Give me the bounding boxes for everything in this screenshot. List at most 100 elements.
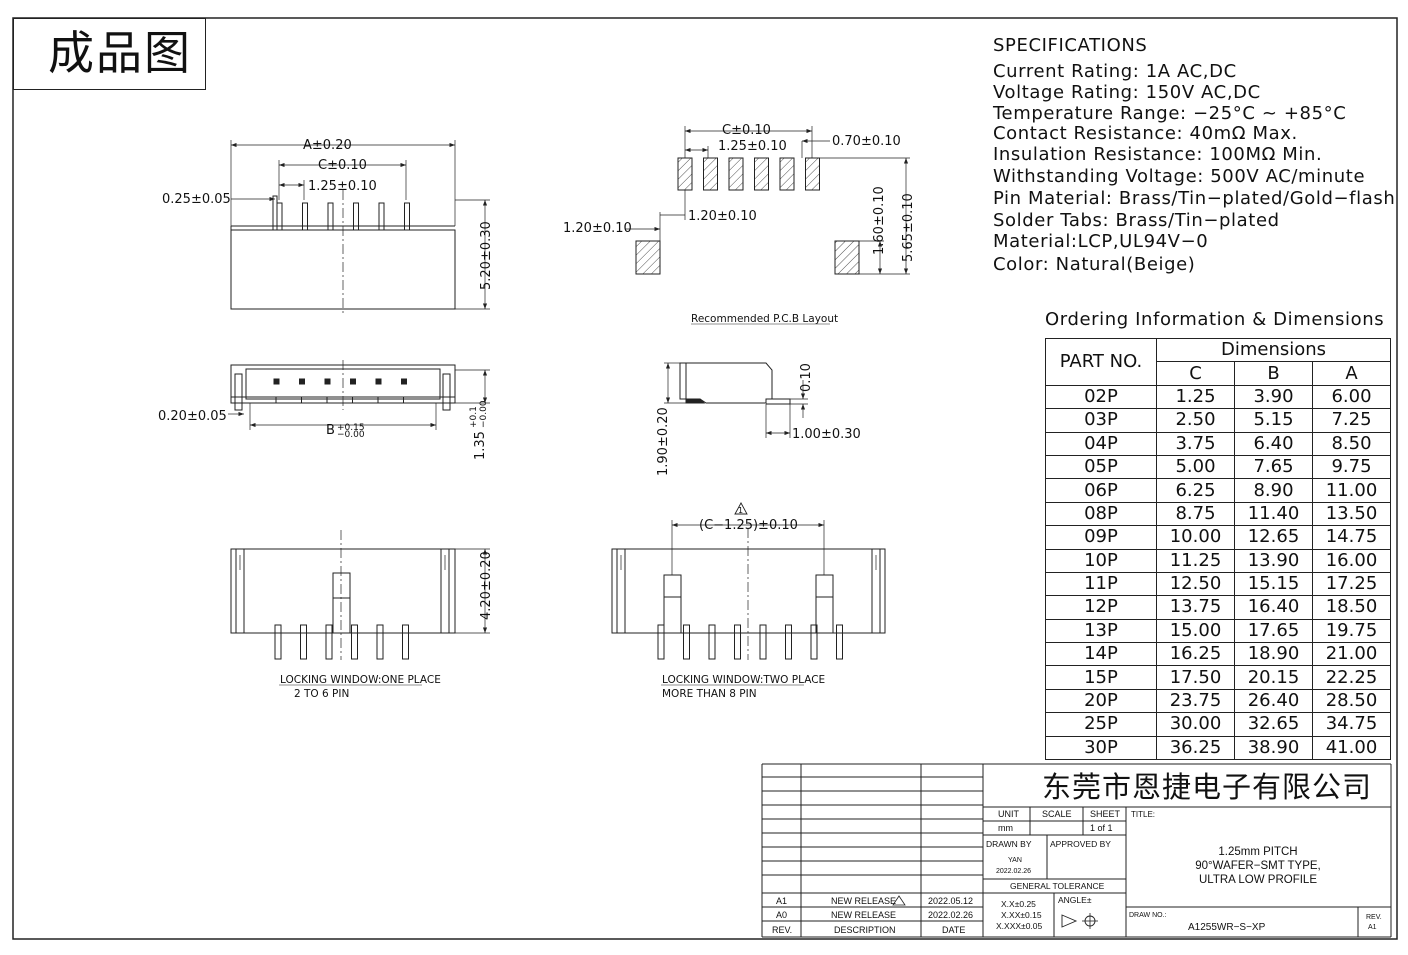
part-no-cell: 05P — [1045, 454, 1157, 480]
top-pin — [353, 202, 359, 231]
dim-b-tol-up: +0.15 — [337, 423, 365, 433]
spec-material: Material:LCP,UL94V−0 — [993, 231, 1209, 252]
dim-a-cell: 28.50 — [1312, 688, 1391, 714]
bottom-pin — [274, 624, 282, 660]
angle-label: ANGLE± — [1058, 895, 1092, 905]
dim-c-cell: 1.25 — [1156, 384, 1235, 410]
pcb-layout — [625, 126, 910, 325]
company-name: 东莞市恩捷电子有限公司 — [1042, 770, 1372, 804]
spec-contact-resistance: Contact Resistance: 40mΩ Max. — [993, 123, 1298, 144]
dim-025: 0.25±0.05 — [162, 192, 231, 207]
dim-b-cell: 3.90 — [1234, 384, 1313, 410]
part-no-cell: 25P — [1045, 712, 1157, 737]
part-no-cell: 06P — [1045, 478, 1157, 503]
bottom-view-one-window — [230, 530, 490, 686]
bottom-view-two-windows — [611, 502, 886, 686]
pcb-dim-565: 5.65±0.10 — [901, 193, 916, 262]
top-pin — [404, 202, 410, 231]
part-no-cell: 04P — [1045, 431, 1157, 456]
sheet-border — [12, 17, 1398, 940]
dim-a-cell: 34.75 — [1312, 712, 1391, 737]
dim-a: A±0.20 — [303, 138, 352, 153]
dim-a-cell: 6.00 — [1312, 384, 1391, 410]
tolerance-1: X.X±0.25 — [1001, 899, 1036, 909]
title-line-2: 90°WAFER−SMT TYPE, — [1195, 860, 1321, 872]
pcb-dim-pitch: 1.25±0.10 — [718, 139, 787, 154]
dim-135-dn: −0.00 — [479, 400, 489, 428]
pcb-pad — [728, 157, 744, 191]
part-no-cell: 09P — [1045, 525, 1157, 550]
dim-a-cell: 17.25 — [1312, 571, 1391, 597]
draw-no-label: DRAW NO.: — [1129, 912, 1167, 919]
bottom-pin — [402, 624, 409, 660]
dim-b-cell: 5.15 — [1234, 408, 1313, 433]
title-line-1: 1.25mm PITCH — [1218, 846, 1297, 858]
dim-c-cell: 30.00 — [1156, 712, 1235, 737]
dim-a-cell: 9.75 — [1312, 454, 1391, 480]
revision-row-1-rev: A1 — [776, 896, 787, 906]
front-slot — [324, 378, 331, 385]
pcb-pad — [779, 157, 795, 191]
dim-420: 4.20±0.20 — [479, 551, 494, 620]
part-no-header: PART NO. — [1045, 338, 1157, 386]
dim-a-cell: 41.00 — [1312, 735, 1391, 761]
bottom-pin — [734, 624, 741, 660]
top-pin — [302, 202, 308, 231]
revision-row-1-desc: NEW RELEASE — [831, 896, 896, 906]
revision-row-2-desc: NEW RELEASE — [831, 910, 896, 920]
pcb-pad — [677, 157, 693, 191]
bottom-view-one-pins — [274, 624, 409, 660]
scale-label: SCALE — [1042, 809, 1072, 819]
dim-c-cell: 2.50 — [1156, 408, 1235, 433]
draw-no-value: A1255WR−S−XP — [1188, 922, 1266, 933]
top-pin — [327, 202, 334, 231]
side-dim-190: 1.90±0.20 — [656, 407, 671, 476]
sheet-value: 1 of 1 — [1090, 823, 1113, 833]
unit-label: UNIT — [998, 809, 1019, 819]
part-no-cell: 03P — [1045, 408, 1157, 433]
bottom-pin — [351, 624, 358, 660]
dim-c-cell: 36.25 — [1156, 735, 1235, 761]
front-slot — [401, 378, 407, 385]
side-dim-010: 0.10 — [799, 363, 814, 392]
bottom-pin — [759, 624, 767, 660]
bottom-view-two-pins — [657, 624, 843, 660]
spec-current-rating: Current Rating: 1A AC,DC — [993, 61, 1237, 82]
part-no-cell: 13P — [1045, 618, 1157, 644]
pcb-pad — [703, 157, 718, 191]
dim-a-cell: 8.50 — [1312, 431, 1391, 456]
bottom-pin — [325, 624, 333, 660]
revision-triangle-mark: 1 — [738, 506, 743, 515]
top-view-pins — [272, 195, 410, 231]
dim-c-cell: 15.00 — [1156, 618, 1235, 644]
dim-020: 0.20±0.05 — [158, 409, 227, 424]
dim-b-cell: 7.65 — [1234, 454, 1313, 480]
part-no-cell: 02P — [1045, 384, 1157, 410]
unit-value: mm — [998, 823, 1013, 833]
bottom-pin — [836, 624, 843, 660]
general-tolerance-label: GENERAL TOLERANCE — [1010, 881, 1105, 891]
approved-by-label: APPROVED BY — [1050, 839, 1111, 849]
dim-a-cell: 18.50 — [1312, 595, 1391, 620]
dim-b-tol-dn: −0.00 — [337, 430, 365, 440]
dim-a-cell: 13.50 — [1312, 501, 1391, 527]
dim-b-cell: 38.90 — [1234, 735, 1313, 761]
dim-c: C±0.10 — [318, 158, 367, 173]
dim-b-cell: 6.40 — [1234, 431, 1313, 456]
dim-b-cell: 8.90 — [1234, 478, 1313, 503]
caption-lock-two-sub: MORE THAN 8 PIN — [662, 688, 757, 700]
top-tab-left — [272, 195, 278, 231]
col-a-header: A — [1312, 361, 1391, 386]
front-slot — [350, 378, 356, 385]
spec-temperature-range: Temperature Range: −25°C ~ +85°C — [993, 103, 1347, 124]
front-slot — [299, 378, 305, 385]
dim-c-cell: 3.75 — [1156, 431, 1235, 456]
dim-b-cell: 18.90 — [1234, 642, 1313, 667]
bottom-pin — [300, 624, 307, 660]
